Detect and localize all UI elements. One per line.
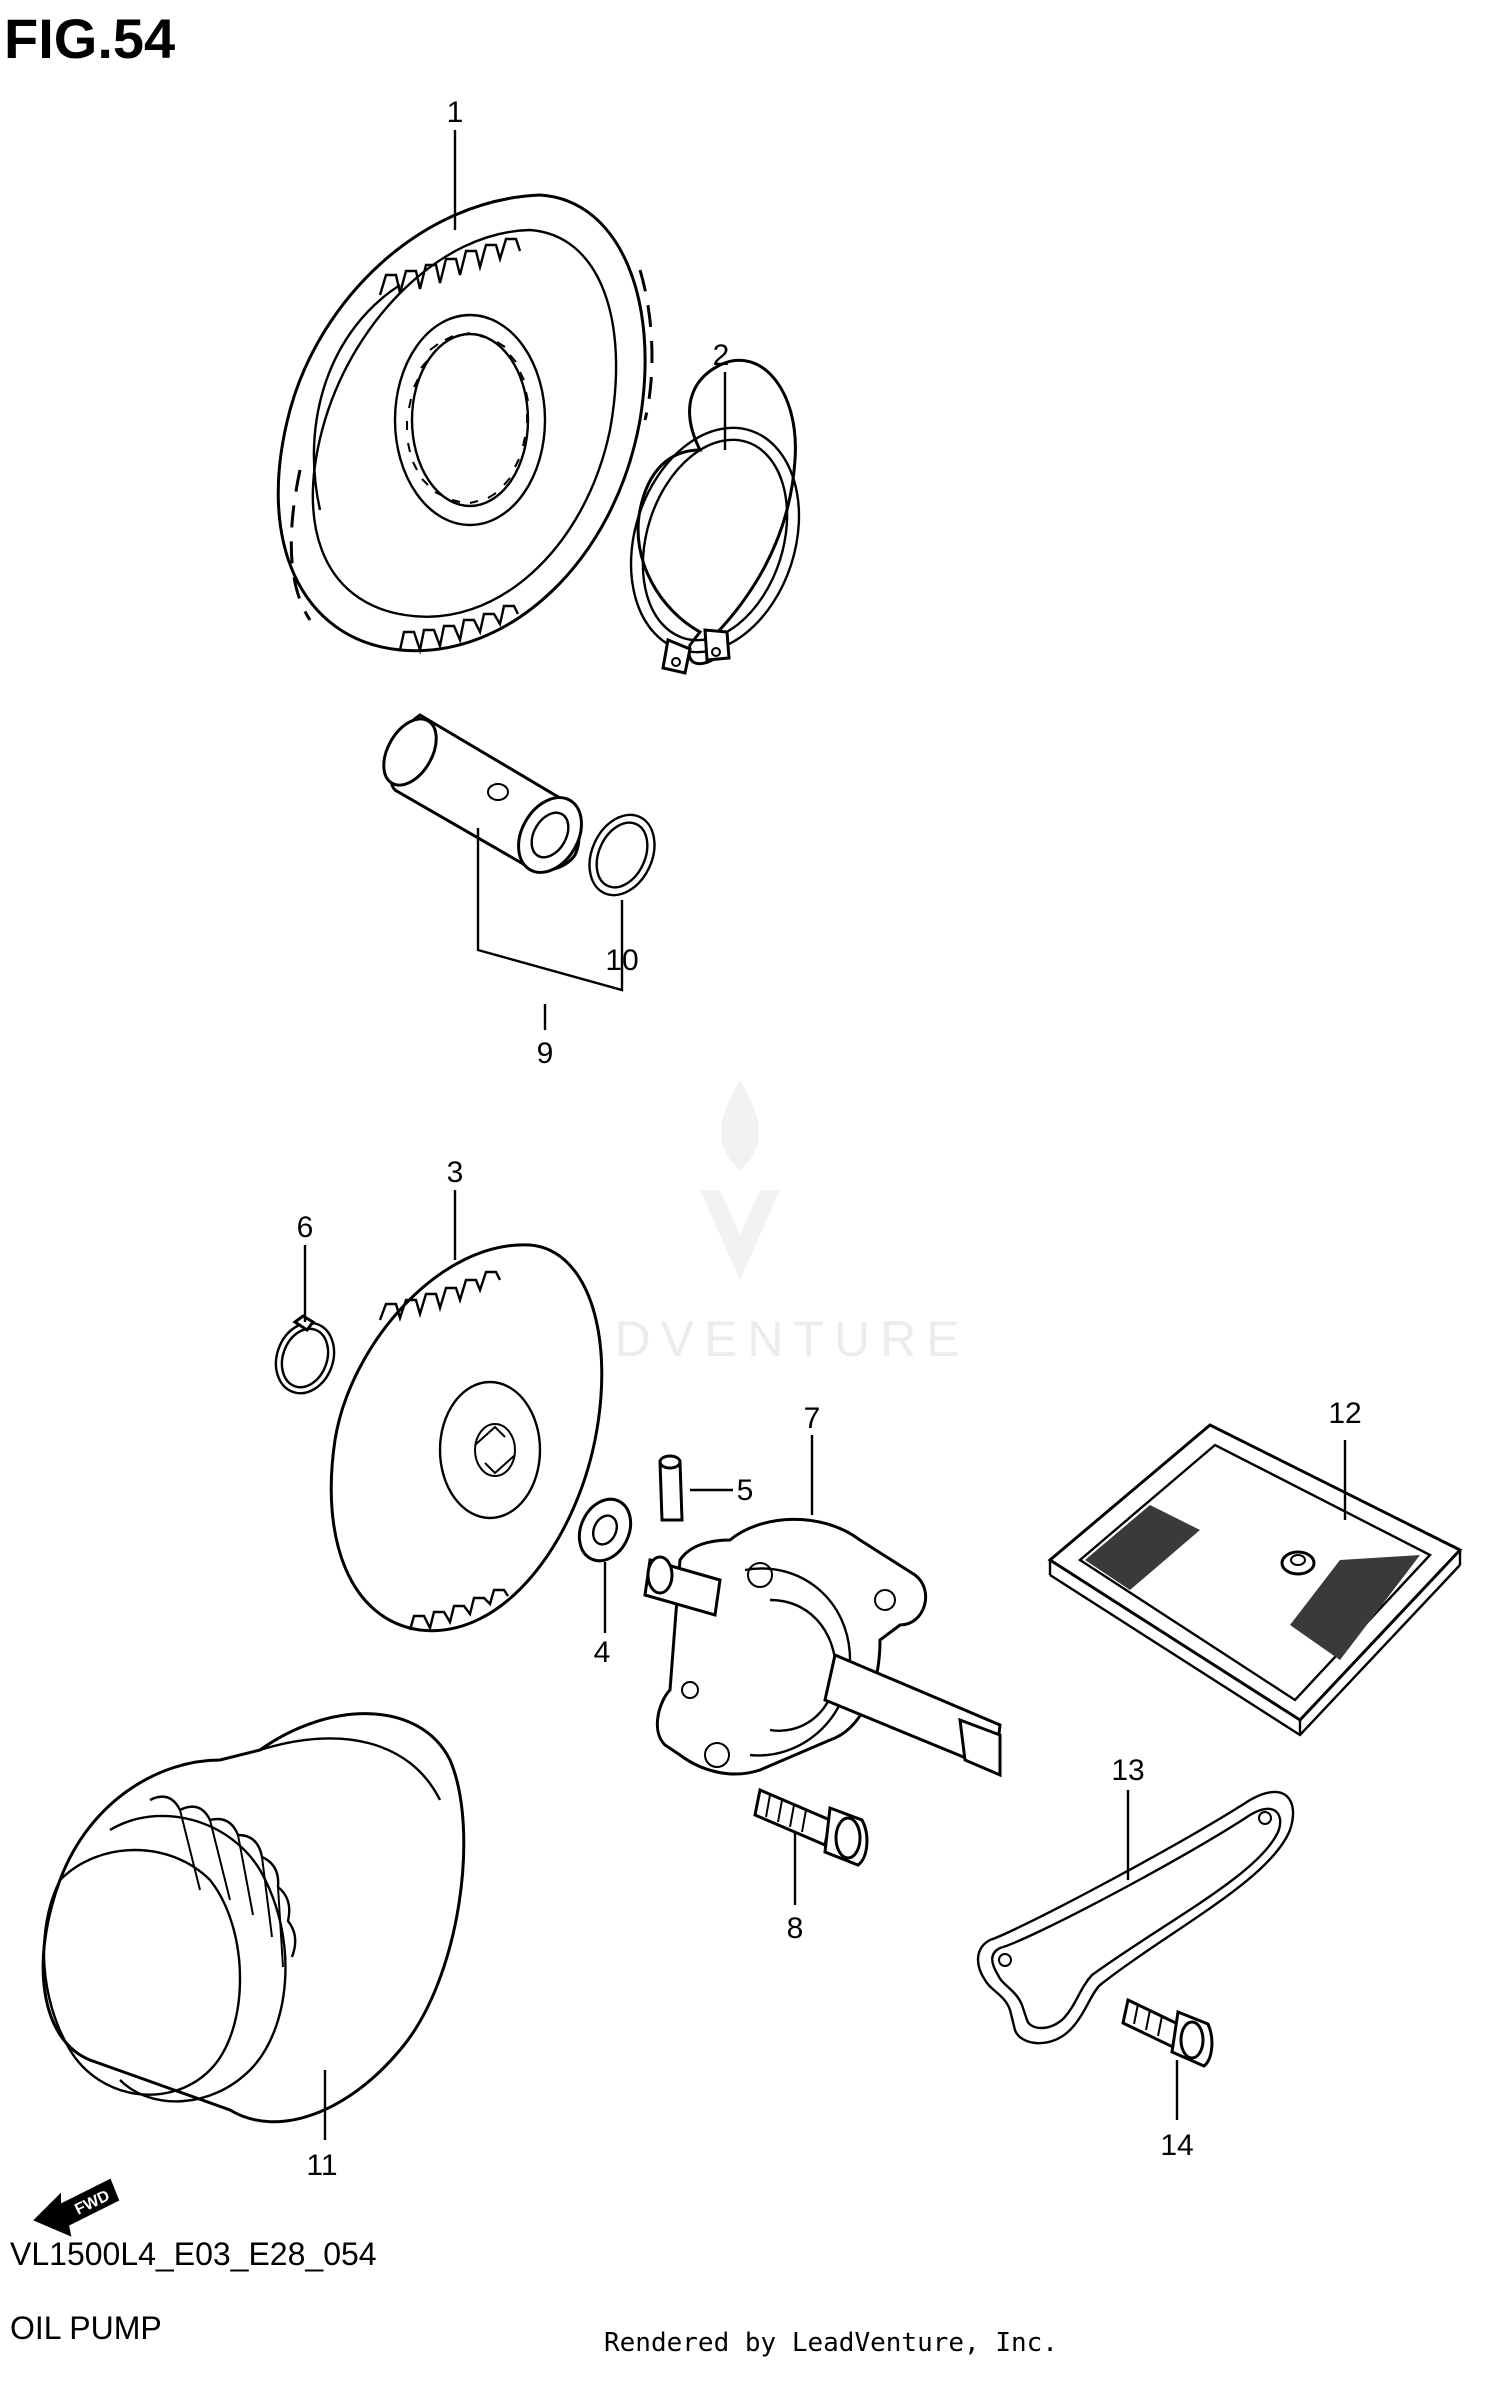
callout-7: 7 (804, 1402, 821, 1435)
callout-8: 8 (787, 1912, 804, 1945)
part-4-washer[interactable] (570, 1491, 641, 1569)
rendered-by-credit: Rendered by LeadVenture, Inc. (604, 2328, 1058, 2358)
part-10-o-ring[interactable] (577, 804, 667, 905)
part-13-gasket[interactable] (976, 1790, 1295, 2045)
callout-5: 5 (737, 1474, 754, 1507)
part-9-shaft[interactable] (373, 710, 594, 884)
callout-13: 13 (1111, 1754, 1144, 1787)
part-12-oil-strainer[interactable] (1047, 1423, 1463, 1737)
callout-labels: 1 2 3 4 5 6 7 8 9 10 11 12 13 14 (297, 96, 1362, 2182)
callout-6: 6 (297, 1211, 314, 1244)
figure-title: FIG.54 (4, 7, 176, 70)
callout-2: 2 (713, 339, 730, 372)
section-name: OIL PUMP (10, 2310, 162, 2346)
part-3-pump-gear[interactable] (329, 1243, 604, 1633)
callout-4: 4 (594, 1636, 611, 1669)
part-1-driven-gear[interactable] (276, 193, 654, 655)
fwd-arrow-icon: FWD (33, 2178, 120, 2237)
model-code: VL1500L4_E03_E28_054 (10, 2236, 377, 2272)
part-11-oil-filter[interactable] (41, 1712, 466, 2124)
callout-14: 14 (1160, 2129, 1193, 2162)
callout-3: 3 (447, 1156, 464, 1189)
leader-lines (303, 130, 1347, 2140)
callout-10: 10 (605, 944, 638, 977)
callout-12: 12 (1328, 1397, 1361, 1430)
callout-9: 9 (537, 1037, 554, 1070)
part-7-oil-pump[interactable] (643, 1517, 1002, 1778)
callout-1: 1 (447, 96, 464, 129)
callout-11: 11 (306, 2149, 337, 2182)
part-5-pin[interactable] (658, 1454, 684, 1522)
part-2-circlip[interactable] (603, 358, 826, 675)
part-6-circlip[interactable] (266, 1314, 343, 1402)
leadventure-logo-icon (700, 1080, 780, 1280)
part-14-bolt[interactable] (1121, 1997, 1214, 2068)
part-8-bolt[interactable] (753, 1787, 869, 1867)
